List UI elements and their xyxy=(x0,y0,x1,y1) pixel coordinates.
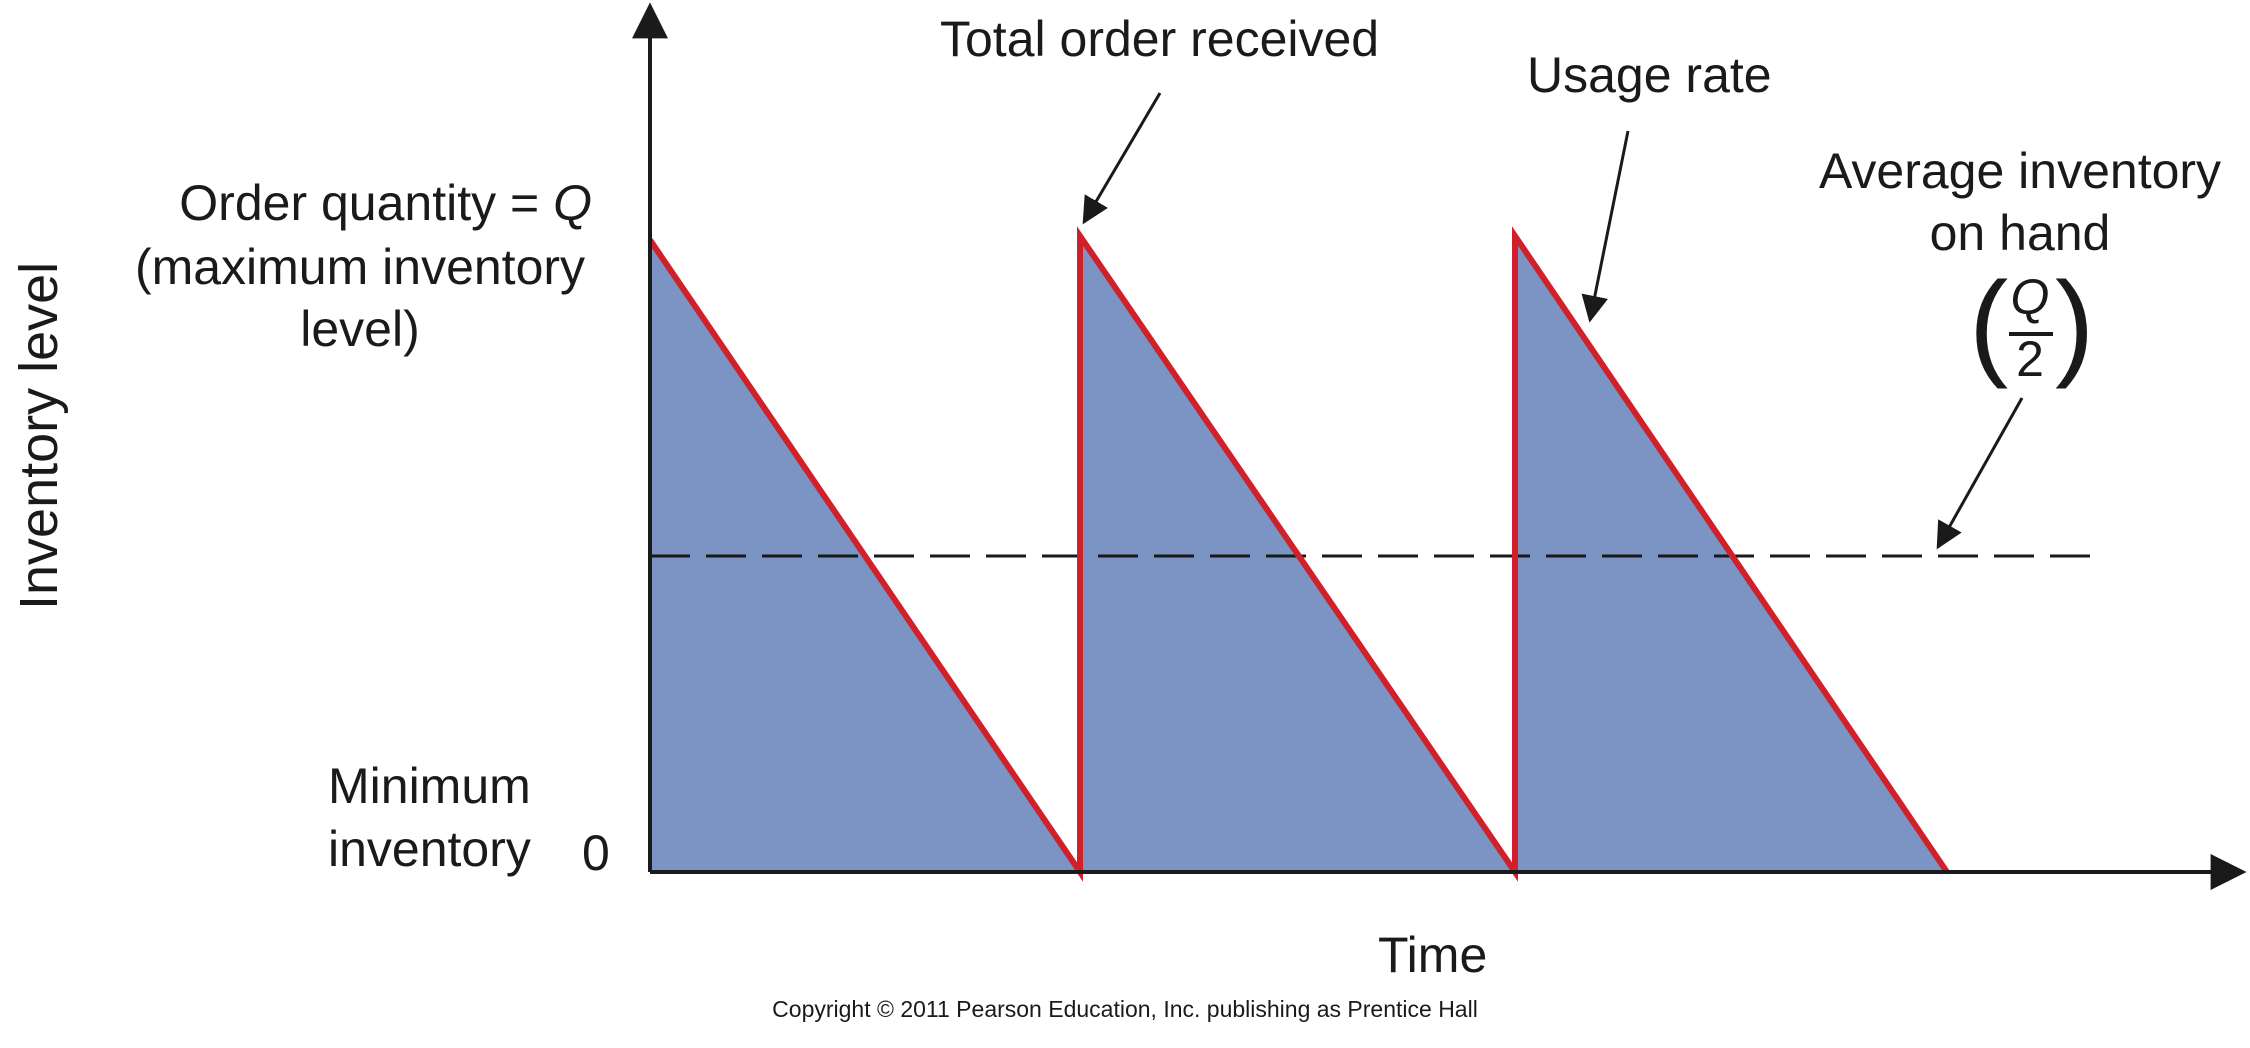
maximum-inventory-label: (maximum inventory xyxy=(134,239,586,295)
inventory-sawtooth-line xyxy=(647,226,1950,882)
order-quantity-prefix: Order quantity = xyxy=(179,175,554,231)
average-arrow xyxy=(1936,397,2024,550)
average-inventory-label: Average inventory xyxy=(1818,143,2222,199)
total-order-arrow xyxy=(1082,92,1162,225)
total-order-received-label: Total order received xyxy=(940,11,1380,67)
fraction-bar xyxy=(2009,332,2053,336)
fraction-numerator: Q xyxy=(2010,269,2050,325)
right-paren: ) xyxy=(2055,258,2095,390)
order-quantity-variable: Q xyxy=(553,175,592,231)
minimum-inventory-label-line2: inventory xyxy=(328,821,531,877)
usage-rate-label: Usage rate xyxy=(1527,47,1772,103)
zero-tick-label: 0 xyxy=(582,825,610,881)
usage-rate-arrow xyxy=(1581,130,1630,323)
y-axis-label: Inventory level xyxy=(9,261,69,610)
fraction-denominator: 2 xyxy=(2016,331,2044,387)
x-axis-label: Time xyxy=(1378,927,1488,983)
copyright-notice: Copyright © 2011 Pearson Education, Inc.… xyxy=(772,996,1478,1022)
minimum-inventory-label: Minimum xyxy=(328,758,531,814)
on-hand-label: on hand xyxy=(1929,205,2111,261)
left-paren: ( xyxy=(1969,258,2009,390)
order-quantity-label: Order quantity = Q xyxy=(90,172,592,234)
maximum-inventory-label-line3: level) xyxy=(300,301,420,357)
q-over-2-fraction: ( Q 2 ) xyxy=(1969,260,2094,394)
